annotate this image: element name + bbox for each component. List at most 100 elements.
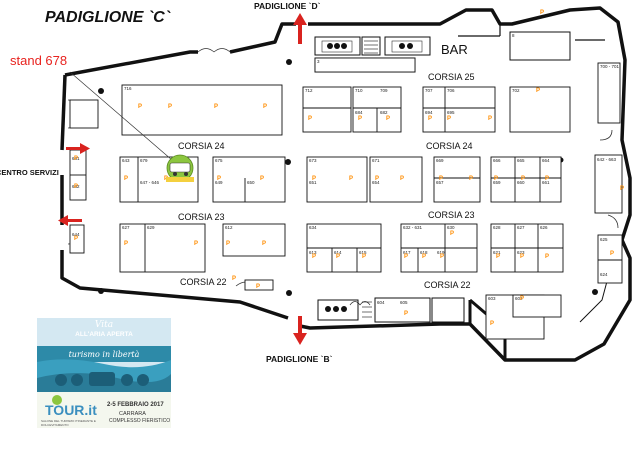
stand-number: 657 xyxy=(436,180,444,185)
stand-number: 654 xyxy=(372,180,380,185)
stand-number: 630 xyxy=(447,225,455,230)
parking-marker: P xyxy=(74,184,78,190)
stand-number: 603 xyxy=(488,296,496,301)
stand-number: 604 xyxy=(377,300,385,305)
arrow-up-icon xyxy=(293,13,307,44)
parking-marker: P xyxy=(540,10,544,16)
arrow-down-icon xyxy=(293,316,307,345)
hall-outline xyxy=(60,6,632,362)
parking-marker: P xyxy=(386,116,390,122)
parking-marker: P xyxy=(74,156,78,162)
banner-logo: TOUR.it xyxy=(45,402,97,418)
parking-marker: P xyxy=(138,104,142,110)
parking-marker: P xyxy=(428,116,432,122)
stand-number: 706 xyxy=(447,88,455,93)
parking-marker: P xyxy=(262,241,266,247)
wall-details xyxy=(458,24,605,41)
parking-marker: P xyxy=(312,254,316,260)
stand-number: 628 xyxy=(493,225,501,230)
pavilion-b-label: PADIGLIONE `B` xyxy=(266,354,333,364)
parking-marker: P xyxy=(439,176,443,182)
stand-number: 627 xyxy=(122,225,130,230)
parking-marker: P xyxy=(226,241,230,247)
activity-icons xyxy=(55,372,149,386)
stand-number: 669 xyxy=(436,158,444,163)
parking-marker: P xyxy=(536,88,540,94)
parking-marker: P xyxy=(440,254,444,260)
aisle-labels: CORSIA 25 CORSIA 24 CORSIA 24 CORSIA 23 … xyxy=(178,72,475,290)
stand-number: 695 xyxy=(447,110,455,115)
stand-number: 681 xyxy=(72,156,80,161)
parking-marker: P xyxy=(232,276,236,282)
stand-number: 661 xyxy=(542,180,550,185)
stand-number: 629 xyxy=(147,225,155,230)
stand-number: 626 xyxy=(540,225,548,230)
parking-marker: P xyxy=(469,176,473,182)
stand-number: 621 xyxy=(493,250,501,255)
parking-marker: P xyxy=(336,254,340,260)
stand-number: 664 xyxy=(542,158,550,163)
stand-number: 709 xyxy=(380,88,388,93)
parking-marker: P xyxy=(217,176,221,182)
stand-blocks xyxy=(69,57,623,340)
stand-number: 644 xyxy=(72,232,80,237)
parking-marker: P xyxy=(124,176,128,182)
stand-number: 642 - 663 xyxy=(597,157,617,162)
aisle-corsia-24: CORSIA 24 xyxy=(426,141,473,151)
arrow-right-icon xyxy=(66,143,90,154)
parking-marker: P xyxy=(375,176,379,182)
stand-number: 671 xyxy=(372,158,380,163)
aisle-corsia-25: CORSIA 25 xyxy=(428,72,475,82)
stand-number: 8 xyxy=(512,33,515,38)
banner-art xyxy=(37,318,171,428)
stand-number: 624 xyxy=(600,272,608,277)
parking-marker: P xyxy=(422,254,426,260)
stand-number: 710 xyxy=(355,88,363,93)
arrow-left-icon xyxy=(58,215,82,226)
pavilion-d-label: PADIGLIONE `D` xyxy=(254,1,321,11)
stand-number: 650 xyxy=(247,180,255,185)
stand-number: 625 xyxy=(600,237,608,242)
bar-label: BAR xyxy=(441,42,468,57)
stand-number: 614 xyxy=(334,250,342,255)
parking-marker: P xyxy=(545,254,549,260)
toilet-icons-top xyxy=(321,40,423,54)
stand-number: 660 xyxy=(517,180,525,185)
stand-number: 716 xyxy=(124,86,132,91)
stand-678-logo xyxy=(166,154,194,182)
banner-city: CARRARA xyxy=(119,411,146,417)
parking-marker: P xyxy=(168,104,172,110)
parking-marker: P xyxy=(124,241,128,247)
banner-title-1: Vita xyxy=(94,320,114,330)
stand-number: 615 xyxy=(359,250,367,255)
banner-dates: 2-5 FEBBRAIO 2017 xyxy=(107,402,164,408)
parking-marker: P xyxy=(400,176,404,182)
stand-numbers: 716 712 710 709 707 706 702 684 682 694 … xyxy=(72,33,620,305)
stand-number: 612 xyxy=(225,225,233,230)
stand-number: 618 xyxy=(420,250,428,255)
parking-marker: P xyxy=(214,104,218,110)
centro-servizi-label: CENTRO SERVIZI xyxy=(0,168,59,177)
stand-number: 712 xyxy=(305,88,313,93)
parking-marker: P xyxy=(545,176,549,182)
stand-number: 627 xyxy=(517,225,525,230)
parking-marker: P xyxy=(404,311,408,317)
stand-number: 643 xyxy=(122,158,130,163)
parking-marker: P xyxy=(194,241,198,247)
parking-marker: P xyxy=(490,321,494,327)
stand-number: 700 - 701 xyxy=(600,64,620,69)
stand-number: 679 xyxy=(140,158,148,163)
parking-marker: P xyxy=(496,254,500,260)
stand-number: 665 xyxy=(517,158,525,163)
parking-marker: P xyxy=(308,116,312,122)
aisle-corsia-22: CORSIA 22 xyxy=(180,277,227,287)
parking-marker: P xyxy=(521,176,525,182)
banner-logo-sub: SALONE DEL TURISMO ITINERANTE E DOLCEVIT… xyxy=(41,419,96,427)
stand-number: 619 xyxy=(437,250,445,255)
stand-number: 694 xyxy=(425,110,433,115)
parking-marker: P xyxy=(450,231,454,237)
stand-number: 647 - 646 xyxy=(140,180,160,185)
stand-number: 707 xyxy=(425,88,433,93)
stand-number: 605 xyxy=(400,300,408,305)
